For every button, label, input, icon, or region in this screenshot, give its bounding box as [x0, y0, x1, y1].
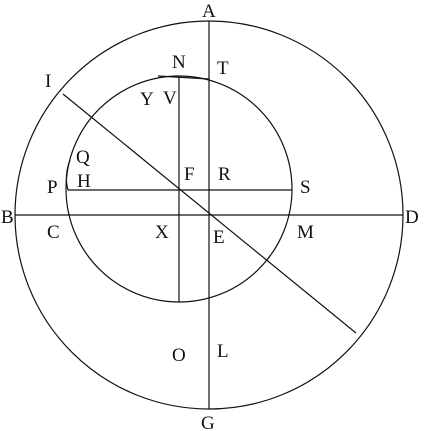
label-c: C: [47, 222, 60, 243]
arc-h: [65, 159, 71, 191]
label-m: M: [297, 222, 314, 243]
label-o: O: [172, 345, 186, 366]
label-g: G: [201, 413, 215, 431]
label-e: E: [213, 227, 225, 248]
label-s: S: [300, 177, 311, 198]
label-i: I: [45, 71, 51, 92]
label-q: Q: [76, 147, 90, 168]
label-y: Y: [140, 89, 154, 110]
label-a: A: [202, 1, 216, 22]
label-v: V: [163, 88, 177, 109]
label-r: R: [218, 164, 231, 185]
label-p: P: [47, 177, 58, 198]
label-d: D: [405, 207, 419, 228]
label-b: B: [1, 207, 14, 228]
label-f: F: [184, 164, 195, 185]
label-t: T: [217, 58, 229, 79]
label-n: N: [172, 52, 186, 73]
label-x: X: [155, 222, 169, 243]
label-l: L: [217, 341, 229, 362]
line-i-diagonal: [62, 93, 357, 334]
label-h: H: [77, 171, 91, 192]
line-n-t: [157, 75, 210, 80]
